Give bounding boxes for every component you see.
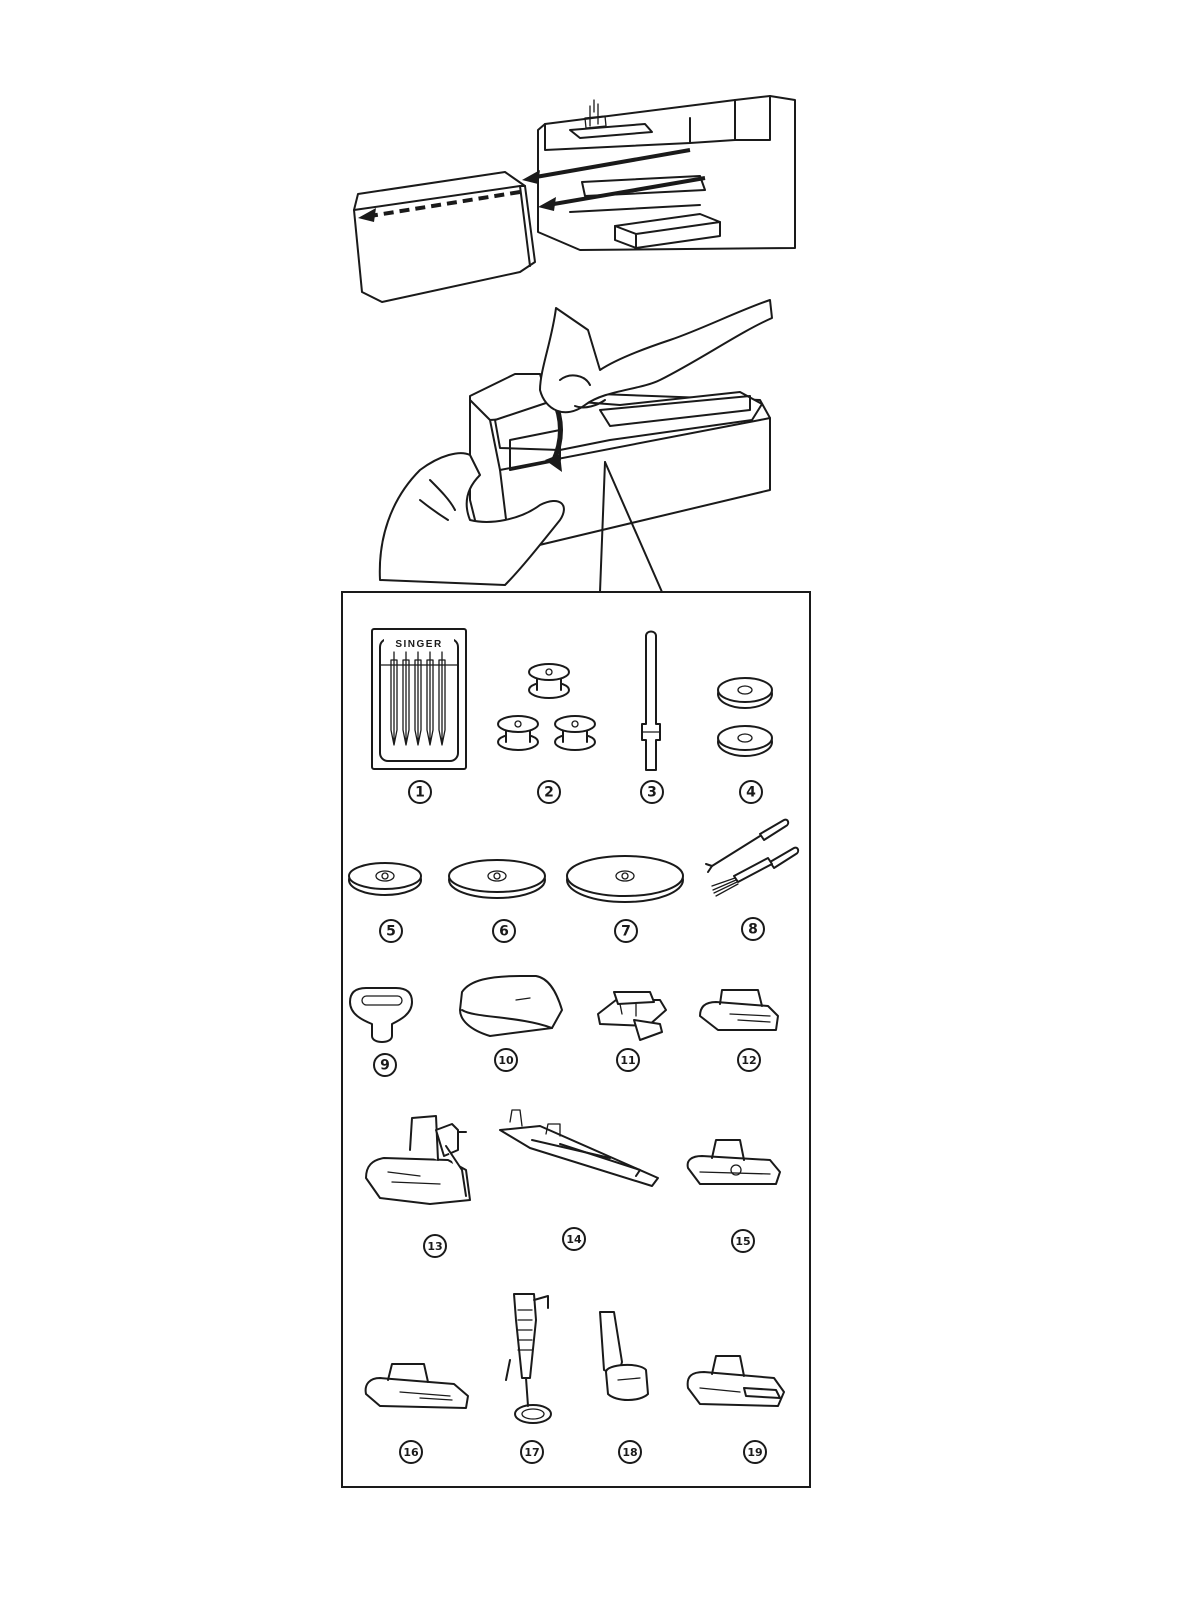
item-number-label: 15 [735, 1235, 750, 1248]
needle-pack-icon: SINGER [372, 629, 466, 769]
item-number-label: 2 [544, 785, 554, 801]
item-number-label: 13 [427, 1240, 442, 1253]
item-number-label: 10 [498, 1054, 514, 1067]
item-number-5: 5 [380, 920, 402, 942]
item-number-label: 8 [748, 922, 758, 938]
item-number-label: 17 [524, 1446, 539, 1459]
cover-plate-icon [460, 976, 562, 1036]
item-number-label: 19 [747, 1446, 762, 1459]
item-number-14: 14 [563, 1228, 585, 1250]
item-number-label: 7 [621, 924, 631, 940]
item-number-7: 7 [615, 920, 637, 942]
item-number-2: 2 [538, 781, 560, 803]
spool-cap-medium-icon [449, 860, 545, 898]
item-number-label: 14 [566, 1233, 582, 1246]
item-number-label: 16 [403, 1446, 419, 1459]
item-number-15: 15 [732, 1230, 754, 1252]
item-number-3: 3 [641, 781, 663, 803]
item-number-19: 19 [744, 1441, 766, 1463]
item-number-label: 18 [622, 1446, 637, 1459]
storage-box-illustration [380, 300, 772, 592]
item-number-1: 1 [409, 781, 431, 803]
item-number-12: 12 [738, 1049, 760, 1071]
item-number-10: 10 [495, 1049, 517, 1071]
item-number-9: 9 [374, 1054, 396, 1076]
item-number-8: 8 [742, 918, 764, 940]
item-number-label: 1 [415, 785, 425, 801]
item-number-6: 6 [493, 920, 515, 942]
item-number-18: 18 [619, 1441, 641, 1463]
item-number-label: 11 [620, 1054, 635, 1067]
item-number-label: 6 [499, 924, 509, 940]
spool-cap-large-icon [567, 856, 683, 902]
item-number-label: 12 [741, 1054, 756, 1067]
item-number-17: 17 [521, 1441, 543, 1463]
item-number-13: 13 [424, 1235, 446, 1257]
item-number-label: 5 [386, 924, 396, 940]
needle-pack-brand: SINGER [395, 639, 442, 650]
spool-cap-small-icon [349, 863, 421, 895]
item-number-4: 4 [740, 781, 762, 803]
item-number-16: 16 [400, 1441, 422, 1463]
item-number-label: 4 [746, 785, 756, 801]
item-number-11: 11 [617, 1049, 639, 1071]
machine-illustration [354, 96, 795, 302]
item-number-label: 9 [380, 1058, 390, 1074]
item-number-label: 3 [647, 785, 657, 801]
